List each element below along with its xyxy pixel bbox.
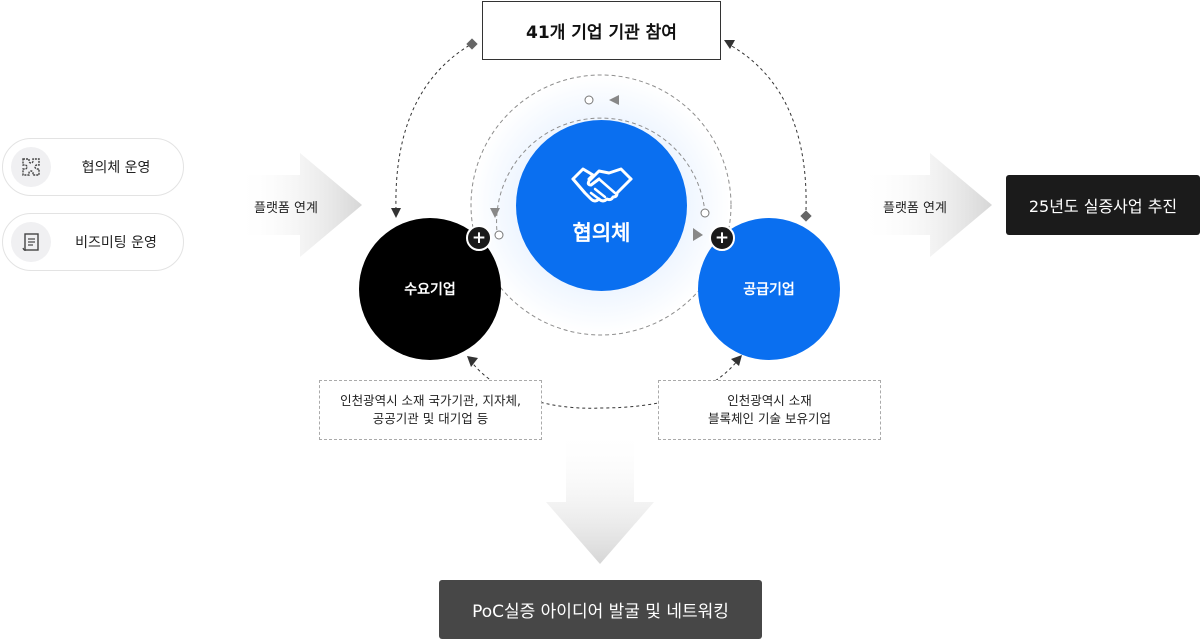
inner-orbit <box>496 117 706 233</box>
handshake-icon <box>569 165 635 213</box>
supply-link-arrow <box>731 355 742 366</box>
orbit-dot-top <box>584 95 594 105</box>
demand-description: 인천광역시 소재 국가기관, 지자체, 공공기관 및 대기업 등 <box>319 380 542 440</box>
supply-to-top-line <box>729 44 807 211</box>
orbit-arrow-top <box>609 95 619 105</box>
pilot-project-box: 25년도 실증사업 추진 <box>1006 175 1200 235</box>
orbit-arrow-right <box>693 228 703 241</box>
orbit-dot-right <box>700 208 710 218</box>
left-arrow-label: 플랫폼 연계 <box>254 201 318 216</box>
item-consortium-operation: 협의체 운영 <box>2 138 184 196</box>
demand-link-arrow <box>467 356 478 367</box>
right-arrow-label: 플랫폼 연계 <box>883 201 947 216</box>
item-label: 비즈미팅 운영 <box>75 235 157 251</box>
supply-plus-icon: + <box>709 225 735 251</box>
left-flow-arrow <box>236 153 362 257</box>
demand-plus-icon: + <box>466 225 492 251</box>
top-left-diamond <box>466 38 478 50</box>
consortium-circle: 협의체 <box>516 120 687 291</box>
orbit-arrow-left <box>490 208 500 218</box>
down-flow-arrow <box>546 430 654 564</box>
consortium-label: 협의체 <box>572 220 631 245</box>
demand-arrow-head <box>391 208 401 218</box>
orbit-dot-left <box>494 230 504 240</box>
outer-orbit <box>470 74 732 336</box>
top-right-arrow-head <box>724 40 735 49</box>
item-label: 협의체 운영 <box>81 160 151 176</box>
supply-diamond <box>800 210 812 222</box>
supply-label: 공급기업 <box>743 282 795 298</box>
right-flow-arrow <box>860 153 992 257</box>
supply-note-line-2: 블록체인 기술 보유기업 <box>708 411 831 426</box>
supply-note-line-1: 인천광역시 소재 <box>727 393 812 408</box>
poc-networking-box: PoC실증 아이디어 발굴 및 네트워킹 <box>439 580 762 639</box>
demand-label: 수요기업 <box>404 282 456 298</box>
demand-note-line-1: 인천광역시 소재 국가기관, 지자체, <box>340 393 521 408</box>
item-bizmeeting-operation: 비즈미팅 운영 <box>2 213 184 271</box>
supply-description: 인천광역시 소재 블록체인 기술 보유기업 <box>658 380 881 440</box>
demand-note-line-2: 공공기관 및 대기업 등 <box>372 411 489 426</box>
puzzle-icon <box>11 147 51 187</box>
demand-to-top-line <box>395 44 471 211</box>
document-icon <box>11 222 51 262</box>
participation-box: 41개 기업 기관 참여 <box>482 1 721 60</box>
